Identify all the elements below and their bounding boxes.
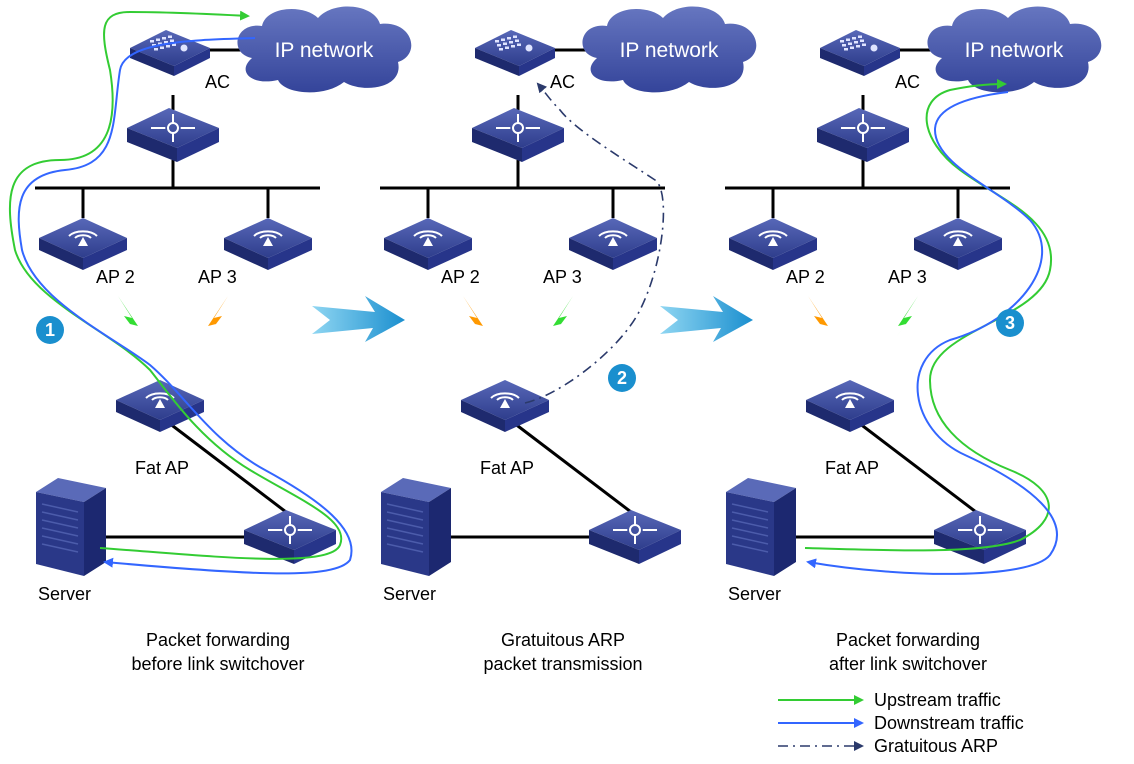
ap2-label-1: AP 2 (96, 267, 135, 287)
caption-line2-1: before link switchover (131, 654, 304, 674)
fat-ap-label-3: Fat AP (825, 458, 879, 478)
transition-arrow-1 (312, 296, 405, 342)
downstream-path-3 (806, 91, 1058, 575)
ap2-device-1 (39, 218, 127, 270)
ap3-label-2: AP 3 (543, 267, 582, 287)
server-device-3 (726, 478, 796, 576)
ip-network-label-3: IP network (965, 39, 1064, 62)
core-switch-1 (127, 108, 219, 162)
ap2-label-2: AP 2 (441, 267, 480, 287)
fat-ap-device-3 (806, 380, 894, 432)
step-badge-2: 2 (608, 364, 636, 392)
ap2-device-2 (384, 218, 472, 270)
access-switch-2 (589, 510, 681, 564)
server-label-2: Server (383, 584, 436, 604)
caption-line1-3: Packet forwarding (836, 630, 980, 650)
legend: Upstream traffic Downstream traffic Grat… (778, 690, 1024, 756)
ip-network-label-1: IP network (275, 39, 374, 62)
ip-network-cloud-3 (927, 6, 1102, 93)
ac-label-3: AC (895, 72, 920, 92)
gratuitous-arp-path (524, 82, 665, 404)
ac-device-1 (130, 30, 210, 76)
ap3-device-3 (914, 218, 1002, 270)
wireless-link-ap2-1 (118, 296, 148, 348)
fat-ap-label-1: Fat AP (135, 458, 189, 478)
transition-arrow-2 (660, 296, 753, 342)
traffic-paths (8, 10, 1058, 575)
transition-arrows (312, 296, 753, 342)
caption-line1-2: Gratuitous ARP (501, 630, 625, 650)
ip-network-cloud-1 (237, 6, 412, 93)
step-badge-1: 1 (36, 316, 64, 344)
ap2-label-3: AP 2 (786, 267, 825, 287)
caption-line2-2: packet transmission (483, 654, 642, 674)
core-switch-2 (472, 108, 564, 162)
ap3-label-3: AP 3 (888, 267, 927, 287)
step-badge-number-2: 2 (617, 368, 627, 388)
access-switch-3 (934, 510, 1026, 564)
core-switch-3 (817, 108, 909, 162)
wireless-link-ap2-2 (463, 296, 493, 348)
downstream-path-1 (17, 37, 353, 575)
step-badge-number-1: 1 (45, 320, 55, 340)
fat-ap-label-2: Fat AP (480, 458, 534, 478)
ac-label-1: AC (205, 72, 230, 92)
step-badge-number-3: 3 (1005, 313, 1015, 333)
wireless-link-ap2-3 (808, 296, 838, 348)
server-device-1 (36, 478, 106, 576)
step-badge-3: 3 (996, 309, 1024, 337)
access-switch-1 (244, 510, 336, 564)
wireless-link-ap3-1 (198, 296, 228, 348)
server-device-2 (381, 478, 451, 576)
ap3-device-2 (569, 218, 657, 270)
server-label-3: Server (728, 584, 781, 604)
upstream-path-3 (804, 79, 1053, 552)
legend-downstream-label: Downstream traffic (874, 713, 1024, 733)
fat-ap-device-2 (461, 380, 549, 432)
ap3-label-1: AP 3 (198, 267, 237, 287)
upstream-path-1 (8, 10, 343, 560)
server-label-1: Server (38, 584, 91, 604)
legend-arp-label: Gratuitous ARP (874, 736, 998, 756)
ap2-device-3 (729, 218, 817, 270)
ac-label-2: AC (550, 72, 575, 92)
ip-network-cloud-2 (582, 6, 757, 93)
ap3-device-1 (224, 218, 312, 270)
wireless-link-ap3-2 (543, 296, 573, 348)
ip-network-label-2: IP network (620, 39, 719, 62)
caption-line1-1: Packet forwarding (146, 630, 290, 650)
wireless-link-ap3-3 (888, 296, 918, 348)
ac-device-2 (475, 30, 555, 76)
ac-device-3 (820, 30, 900, 76)
caption-line2-3: after link switchover (829, 654, 987, 674)
legend-upstream-label: Upstream traffic (874, 690, 1001, 710)
